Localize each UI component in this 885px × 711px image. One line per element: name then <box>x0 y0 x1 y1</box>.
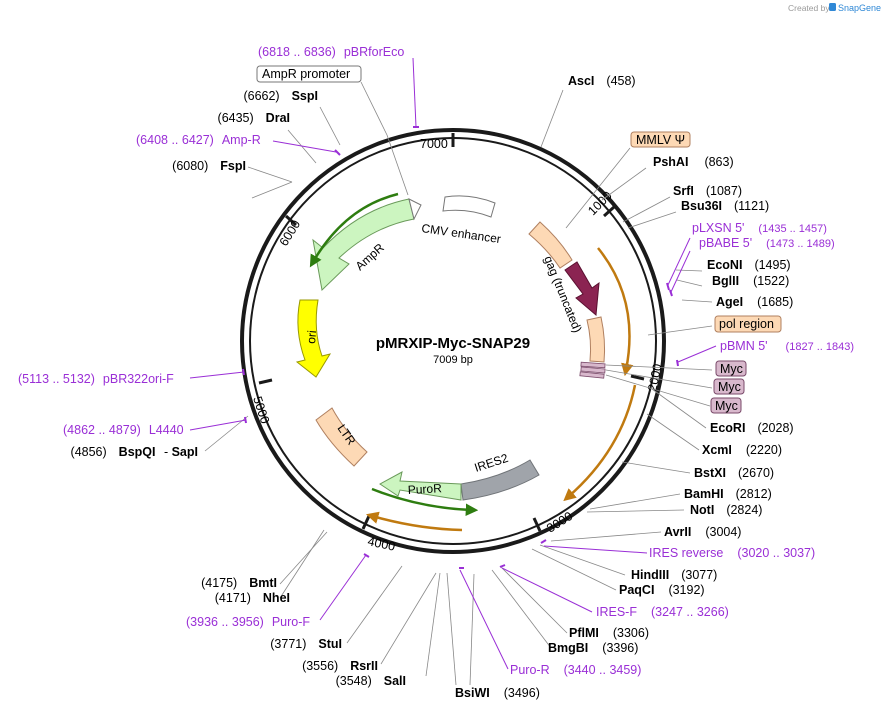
tick-6000 <box>284 214 298 227</box>
primer-pLXSN-5: pLXSN 5'(1435 .. 1457) <box>692 221 827 235</box>
lower-orf-line <box>365 511 463 532</box>
primer-lines <box>189 57 717 670</box>
enzyme-notI: NotI(2824) <box>690 503 762 517</box>
pol-region-label: pol region <box>719 317 774 331</box>
ampr-orf-line <box>309 192 399 268</box>
tick-marks <box>258 133 645 532</box>
enzyme-fspI: (6080)FspI <box>172 159 246 173</box>
enzyme-salI: (3548)SalI <box>336 674 406 688</box>
enzyme-hindIII: HindIII(3077) <box>631 568 717 582</box>
enzyme-pshAI: PshAI(863) <box>653 155 734 169</box>
enzyme-bglII: BglII(1522) <box>712 274 789 288</box>
tick-label-3000: 3000 <box>544 509 575 536</box>
gag-start-feature <box>528 221 573 269</box>
snapgene-credit: Created by SnapGene <box>788 3 881 13</box>
tick-2000 <box>630 374 645 381</box>
pol-region-feature <box>586 316 606 363</box>
ori-label: ori <box>304 330 319 345</box>
primer-L4440: (4862 .. 4879)L4440 <box>63 423 184 437</box>
enzyme-sspI: (6662)SspI <box>243 89 318 103</box>
plasmid-name: pMRXIP-Myc-SNAP29 <box>376 335 530 352</box>
ltr-feature <box>315 407 368 467</box>
primer-puro-r: Puro-R(3440 .. 3459) <box>510 663 641 677</box>
plasmid-size: 7009 bp <box>433 354 473 366</box>
enzyme-bmtI: (4175)BmtI <box>201 576 277 590</box>
connector-lines <box>204 81 713 686</box>
boxed-labels: MMLV Ψ AmpR promoter pol region Myc Myc … <box>256 65 782 414</box>
myc-box-3 <box>710 397 742 414</box>
mmlv-label: MMLV Ψ <box>636 133 685 147</box>
ampr-label: AmpR <box>353 240 387 273</box>
primer-ires-f: IRES-F(3247 .. 3266) <box>596 605 729 619</box>
enzyme-nheI: (4171)NheI <box>215 591 290 605</box>
enzyme-stuI: (3771)StuI <box>270 637 342 651</box>
primer-pBR322ori-F: (5113 .. 5132)pBR322ori-F <box>18 372 174 386</box>
enzyme-pflMI: PflMI(3306) <box>569 626 649 640</box>
enzyme-bmgBI: BmgBI(3396) <box>548 641 638 655</box>
enzyme-ascI: AscI(458) <box>568 74 636 88</box>
tick-label-4000: 4000 <box>366 534 396 553</box>
enzyme-xcmI: XcmI(2220) <box>702 443 782 457</box>
credit-prefix: Created by <box>788 3 830 13</box>
enzyme-rsrII: (3556)RsrII <box>302 659 378 673</box>
puror-feature <box>379 471 462 501</box>
myc-stripes <box>579 361 606 379</box>
myc-label-2: Myc <box>718 380 741 394</box>
primer-puro-f: (3936 .. 3956)Puro-F <box>186 615 310 629</box>
enzyme-avrII: AvrII(3004) <box>664 525 741 539</box>
primer-marks <box>242 126 679 569</box>
enzyme-labels-left: (6662)SspI (6435)DraI (6080)FspI (4856)B… <box>71 89 406 688</box>
ires2-feature <box>460 459 540 501</box>
primer-pBRforEco: (6818 .. 6836)pBRforEco <box>258 45 404 59</box>
enzyme-ageI: AgeI(1685) <box>716 295 793 309</box>
cmv-enhancer-label: CMV enhancer <box>421 221 502 246</box>
enzyme-labels-right: AscI(458) PshAI(863) SrfI(1087) Bsu36I(1… <box>455 74 794 700</box>
enzyme-paqCI: PaqCI(3192) <box>619 583 705 597</box>
enzyme-draI: (6435)DraI <box>218 111 290 125</box>
tick-label-7000: 7000 <box>420 137 448 151</box>
primer-pBMN-5: pBMN 5'(1827 .. 1843) <box>720 339 854 353</box>
cmv-enhancer-feature <box>442 195 496 218</box>
puror-orf-line <box>371 487 479 517</box>
snapgene-logo-icon <box>829 3 836 11</box>
snap-orf-line <box>563 384 637 502</box>
ampr-promoter-box <box>256 65 362 83</box>
enzyme-bsu36I: Bsu36I(1121) <box>681 199 769 213</box>
myc-box-1 <box>715 360 747 377</box>
enzyme-bspQI-sapI: (4856)BspQI - SapI <box>71 445 198 459</box>
myc-label-3: Myc <box>715 399 738 413</box>
enzyme-bamHI: BamHI(2812) <box>684 487 772 501</box>
ampr-promoter-arrow <box>408 198 422 221</box>
tick-3000 <box>532 517 542 532</box>
puror-label: PuroR <box>407 481 442 497</box>
tick-label-2000: 2000 <box>645 362 664 392</box>
myc-box-2 <box>713 378 745 395</box>
credit-brand: SnapGene <box>838 3 881 13</box>
enzyme-bstXI: BstXI(2670) <box>694 466 774 480</box>
enzyme-bsiWI: BsiWI(3496) <box>455 686 540 700</box>
mmlv-box <box>630 131 691 148</box>
tick-5000 <box>258 378 273 385</box>
gag-orf-line <box>597 247 634 377</box>
primer-labels: (6818 .. 6836)pBRforEco (6408 .. 6427)Am… <box>18 45 854 677</box>
enzyme-srfI: SrfI(1087) <box>673 184 742 198</box>
primer-ires-reverse: IRES reverse(3020 .. 3037) <box>649 546 815 560</box>
pol-region-box <box>714 315 782 333</box>
ires2-label: IRES2 <box>473 451 511 475</box>
ampr-feature <box>312 198 415 292</box>
enzyme-ecoNI: EcoNI(1495) <box>707 258 791 272</box>
myc-label-1: Myc <box>720 362 743 376</box>
primer-pBABE-5: pBABE 5'(1473 .. 1489) <box>699 236 835 250</box>
primer-amp-r: (6408 .. 6427)Amp-R <box>136 133 261 147</box>
enzyme-ecoRI: EcoRI(2028) <box>710 421 794 435</box>
tick-1000 <box>602 205 616 218</box>
ampr-promoter-label: AmpR promoter <box>262 67 350 81</box>
ori-feature <box>295 299 332 378</box>
gag-arrow-feature <box>564 261 600 317</box>
backbone-outer <box>240 128 666 554</box>
